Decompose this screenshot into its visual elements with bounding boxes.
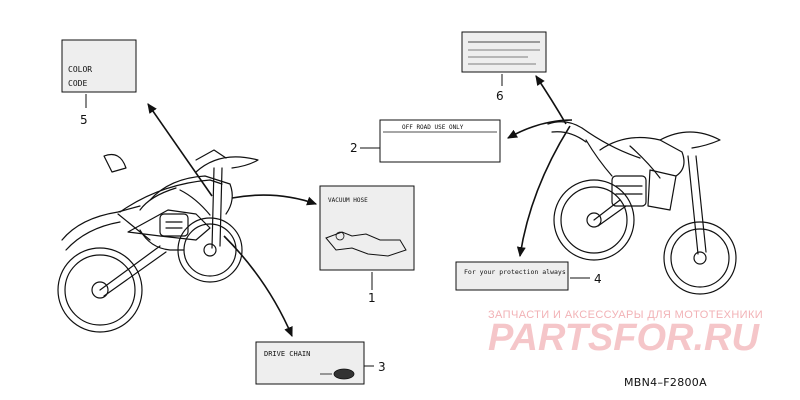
diagram-reference-code: MBN4–F2800A — [624, 376, 707, 389]
drive-chain-text: DRIVE CHAIN — [264, 350, 310, 358]
color-code-text-2: CODE — [68, 79, 87, 88]
label-off-road-use-only[interactable]: OFF ROAD USE ONLY — [379, 119, 501, 163]
label-6-outline — [461, 31, 547, 73]
watermark: ЗАПЧАСТИ И АКСЕССУАРЫ ДЛЯ МОТОТЕХНИКИ PA… — [488, 309, 763, 359]
vacuum-hose-fitting-icon — [335, 231, 345, 241]
off-road-label-outline — [379, 119, 501, 163]
arrow-to-label-6 — [535, 75, 567, 125]
pointer-arrows — [147, 75, 573, 338]
callout-number-5: 5 — [80, 113, 88, 127]
watermark-tagline: ЗАПЧАСТИ И АКСЕССУАРЫ ДЛЯ МОТОТЕХНИКИ — [488, 309, 763, 321]
callout-number-4: 4 — [594, 272, 602, 286]
right-motorcycle-illustration — [547, 121, 737, 295]
protection-text: For your protection always — [464, 268, 566, 276]
left-motorcycle-illustration — [57, 149, 259, 333]
arrow-to-vacuum-hose — [231, 194, 318, 206]
label-protection-notice[interactable]: For your protection always — [455, 261, 569, 291]
vacuum-hose-diagram-icon — [325, 231, 407, 257]
label-color-code[interactable]: COLOR CODE — [61, 39, 137, 93]
drive-chain-icon — [333, 368, 355, 380]
callout-number-6: 6 — [496, 89, 504, 103]
label-vacuum-hose[interactable]: VACUUM HOSE — [319, 185, 415, 271]
off-road-text: OFF ROAD USE ONLY — [402, 124, 464, 131]
protection-label-outline — [455, 261, 569, 291]
vacuum-hose-text: VACUUM HOSE — [328, 197, 368, 204]
watermark-brand: PARTSFOR.RU — [488, 317, 760, 359]
label-blank-notice[interactable] — [461, 31, 547, 73]
vacuum-hose-label-outline — [319, 185, 415, 271]
color-code-text-1: COLOR — [68, 65, 92, 74]
arrow-to-off-road — [507, 119, 573, 139]
callout-number-1: 1 — [368, 291, 376, 305]
arrow-to-protection — [516, 125, 571, 258]
label-drive-chain[interactable]: DRIVE CHAIN — [255, 341, 365, 385]
callout-number-3: 3 — [378, 360, 386, 374]
arrow-to-drive-chain — [223, 235, 293, 338]
arrow-to-color-code — [147, 103, 213, 197]
callout-number-2: 2 — [350, 141, 358, 155]
color-code-label-outline — [61, 39, 137, 93]
